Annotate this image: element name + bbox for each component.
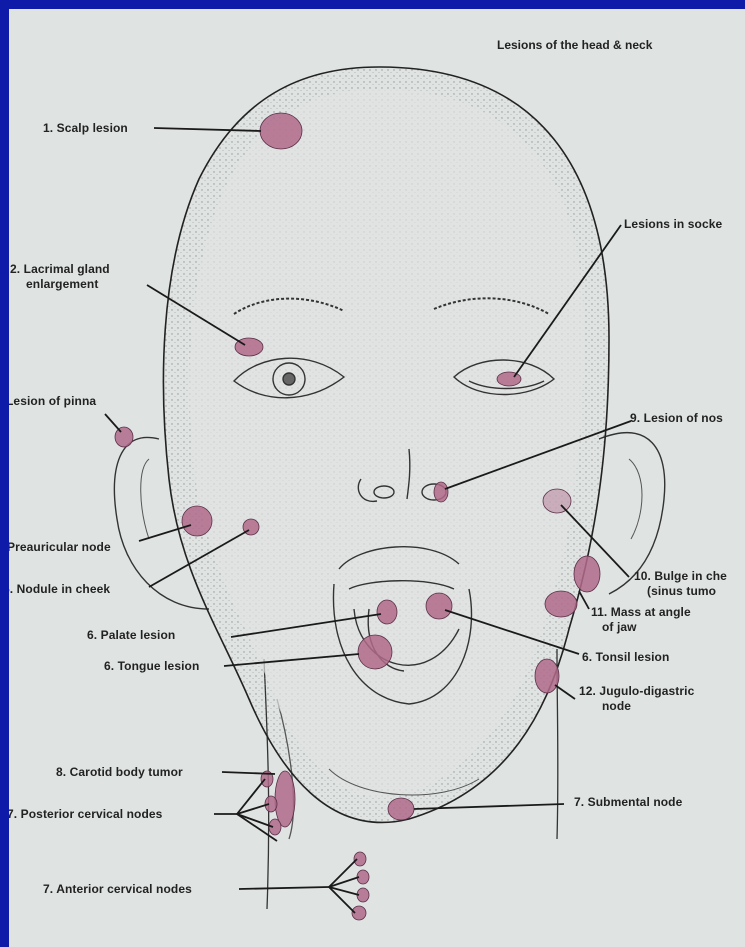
tongue-lesion-mark: [358, 635, 392, 669]
jaw-mass-mark-1: [574, 556, 600, 592]
scalp-lesion-mark: [260, 113, 302, 149]
label-jaw-mass-line2: of jaw: [602, 620, 637, 634]
label-preauricular-node: Preauricular node: [9, 540, 111, 554]
sinus-bulge-mark: [543, 489, 571, 513]
label-submental-node: 7. Submental node: [574, 795, 682, 809]
label-carotid-tumor: 8. Carotid body tumor: [56, 765, 183, 779]
label-posterior-nodes: 7. Posterior cervical nodes: [9, 807, 162, 821]
label-palate-lesion: 6. Palate lesion: [87, 628, 175, 642]
label-bulge-line2: (sinus tumo: [647, 584, 716, 598]
pinna-lesion-mark: [115, 427, 133, 447]
label-jugulo-line2: node: [602, 699, 631, 713]
carotid-tumor-mark: [275, 771, 295, 827]
label-pinna-lesion: Lesion of pinna: [9, 394, 96, 408]
submental-node-mark: [388, 798, 414, 820]
jaw-mass-mark-2: [545, 591, 577, 617]
label-tonsil-lesion: 6. Tonsil lesion: [582, 650, 669, 664]
tonsil-lesion-mark: [426, 593, 452, 619]
label-scalp-lesion: 1. Scalp lesion: [43, 121, 128, 135]
palate-lesion-mark: [377, 600, 397, 624]
label-jugulo-line1: 12. Jugulo-digastric: [579, 684, 694, 698]
preauricular-node-mark: [182, 506, 212, 536]
label-lacrimal-line1: 2. Lacrimal gland: [10, 262, 110, 276]
label-lacrimal-line2: enlargement: [26, 277, 98, 291]
diagram-title: Lesions of the head & neck: [497, 38, 652, 52]
nose-lesion-mark: [434, 482, 448, 502]
diagram-slide: Lesions of the head & neck 1. Scalp lesi…: [9, 9, 745, 947]
jugulo-node-mark: [535, 659, 559, 693]
socket-lesion-mark: [497, 372, 521, 386]
label-bulge-line1: 10. Bulge in che: [634, 569, 727, 583]
label-cheek-nodule: 5. Nodule in cheek: [9, 582, 110, 596]
label-socket-lesions: Lesions in socke: [624, 217, 722, 231]
label-anterior-nodes: 7. Anterior cervical nodes: [43, 882, 192, 896]
label-nose-lesion: 9. Lesion of nos: [630, 411, 723, 425]
label-jaw-mass-line1: 11. Mass at angle: [591, 605, 691, 619]
label-tongue-lesion: 6. Tongue lesion: [104, 659, 199, 673]
